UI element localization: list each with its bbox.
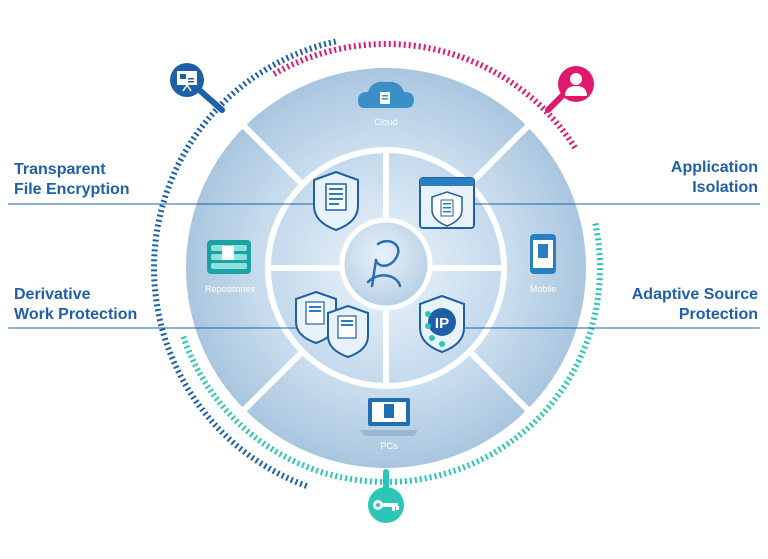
mobile-icon [530,234,556,274]
label-adaptive-source-protection: Adaptive Source Protection [632,285,758,325]
connector-lines [8,203,760,329]
pink-dashed-arc [272,41,579,151]
laptop-icon [360,398,418,436]
logo-icon [366,239,402,288]
label-derivative-work-protection: Derivative Work Protection [14,285,137,325]
presentation-icon [177,71,197,92]
application-isolation-line2: Isolation [692,179,758,196]
cloud-icon [358,81,414,108]
label-application-isolation: Application Isolation [671,158,758,198]
blue-dashed-arc [151,38,339,489]
teal-dashed-arc [179,222,603,485]
transparent-file-encryption-line1: Transparent [14,161,106,178]
ip-label: IP [435,315,449,332]
segment-label-mobile: Mobile [530,284,557,294]
core-disc [339,217,433,311]
derivative-work-shields-icon [295,290,369,359]
derivative-work-protection-line1: Derivative [14,286,91,303]
derivative-work-protection-line2: Work Protection [14,306,138,323]
ip-shield-icon: IP [419,294,465,354]
segment-label-pcs: PCs [380,441,398,451]
user-icon [565,73,587,96]
repository-icon [207,240,251,274]
segment-label-cloud: Cloud [374,117,398,127]
user-badge [545,66,594,113]
presentation-badge [170,63,225,113]
label-transparent-file-encryption: Transparent File Encryption [14,160,130,200]
file-encryption-shield-icon [313,170,359,232]
adaptive-source-protection-line2: Protection [678,306,758,323]
adaptive-source-protection-line1: Adaptive Source [631,286,758,303]
segment-label-repositories: Repositories [205,284,256,294]
application-isolation-line1: Application [670,159,758,176]
application-window-icon [419,177,475,229]
transparent-file-encryption-line2: File Encryption [14,181,130,198]
key-badge [368,469,404,523]
dashed-rings [151,38,603,489]
